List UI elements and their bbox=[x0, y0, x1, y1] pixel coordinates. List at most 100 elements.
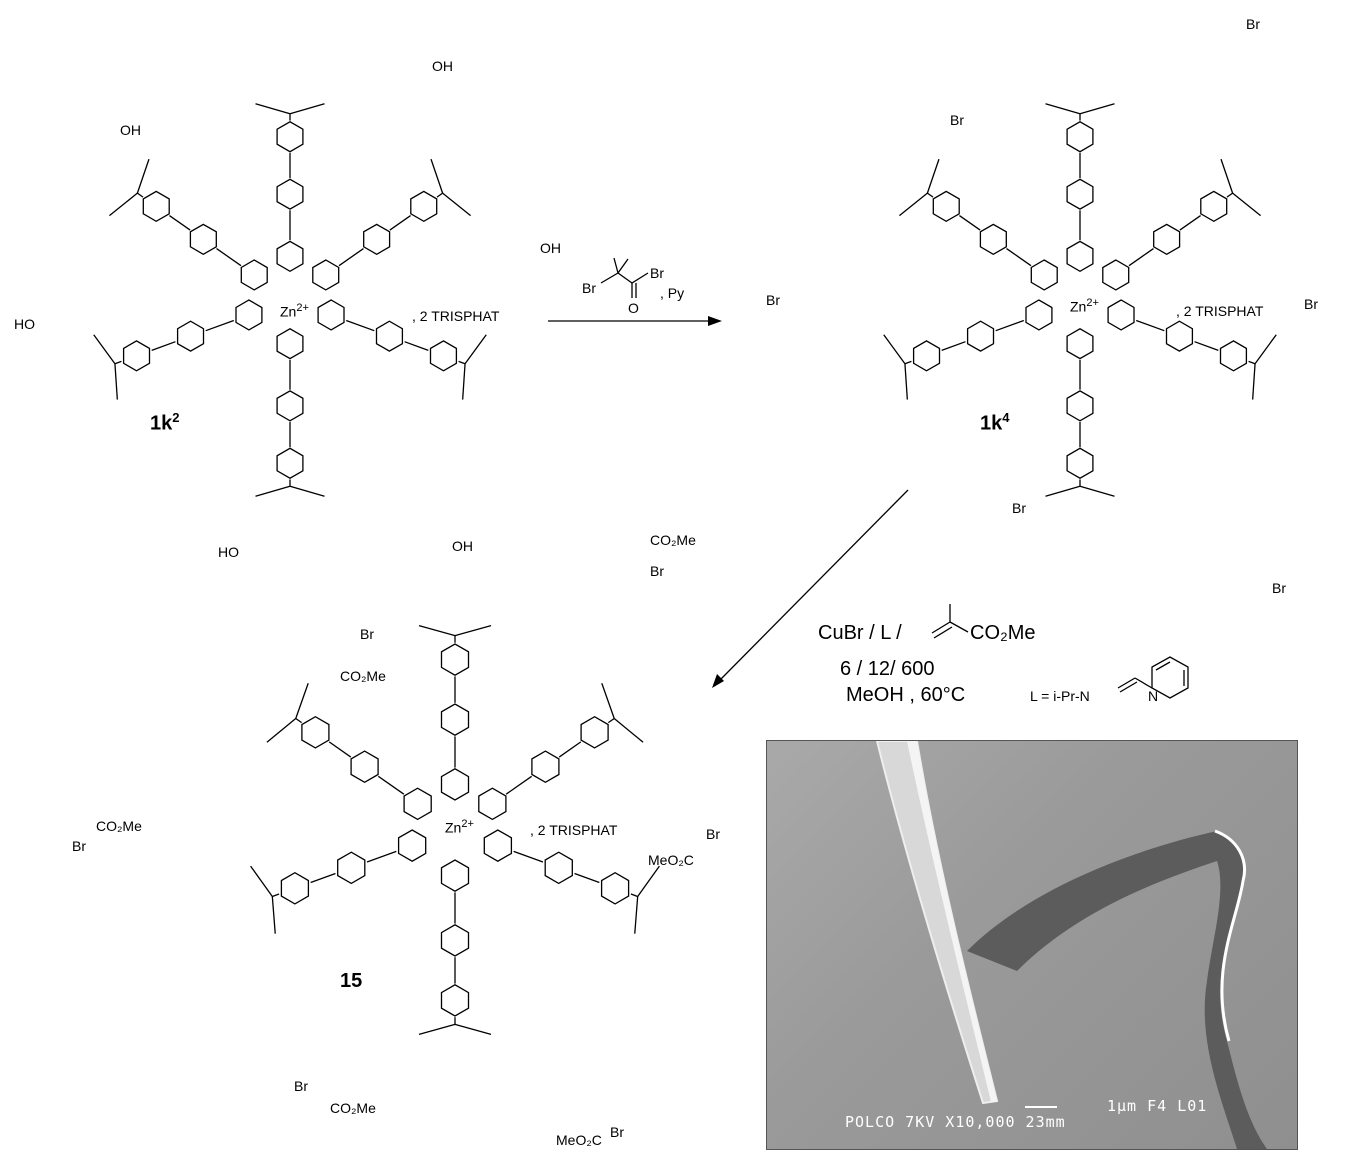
complex-15-aniline-ring bbox=[301, 715, 330, 749]
complex-1k2-pyridine-ring bbox=[235, 299, 263, 331]
complex-1k2-phenyl-ring bbox=[176, 320, 205, 352]
meo2c-bottom: MeO₂C bbox=[556, 1132, 602, 1148]
complex-1k4-phenyl-ring bbox=[1165, 320, 1194, 352]
complex-15-aniline-ring bbox=[440, 643, 470, 676]
complex-1k2-vinyl-bond bbox=[338, 248, 364, 267]
complex-1k2-pyridine-ring bbox=[317, 299, 345, 331]
complex-1k2-vinyl-bond bbox=[205, 319, 235, 332]
br-1k4-upper-left: Br bbox=[950, 112, 964, 128]
complex-15-azo-bond bbox=[328, 741, 352, 758]
complex-1k4-azo-bond bbox=[1179, 215, 1201, 231]
complex-1k4-aniline-ring bbox=[932, 190, 960, 223]
complex-1k4-vinyl-bond bbox=[995, 319, 1025, 332]
complex-15-alkyl-chain bbox=[271, 896, 276, 934]
complex-1k4-azo-bond bbox=[959, 215, 981, 231]
compound-label-1k4: 1k4 bbox=[980, 410, 1010, 435]
complex-15-aniline-ring bbox=[600, 871, 630, 905]
complex-1k2-alkyl-chain bbox=[255, 103, 291, 115]
complex-1k4-vinyl-bond bbox=[1128, 248, 1154, 267]
co2me-left: CO₂Me bbox=[96, 818, 142, 834]
br-15-right: Br bbox=[706, 826, 720, 842]
zinc-bottom: Zn2+ bbox=[445, 818, 474, 836]
complex-1k4-amine-bond bbox=[904, 360, 912, 365]
complex-15-alkyl-chain bbox=[637, 865, 660, 897]
complex-1k4-phenyl-ring bbox=[1153, 223, 1181, 256]
complex-1k4-alkyl-chain bbox=[1079, 485, 1115, 497]
complex-15-azo-bond bbox=[558, 741, 582, 758]
complex-1k2-alkyl-chain bbox=[464, 334, 487, 365]
complex-1k2-amine-bond bbox=[114, 360, 122, 365]
methyl-methacrylate bbox=[931, 604, 969, 639]
ligand-definition: L = i-Pr-N bbox=[1030, 688, 1090, 704]
complex-1k2-aniline-ring bbox=[410, 190, 438, 223]
complex-1k2-alkyl-chain bbox=[93, 334, 116, 365]
meo2c-right: MeO₂C bbox=[648, 852, 694, 868]
complex-1k2-alkyl-chain bbox=[289, 485, 325, 497]
complex-15-alkyl-chain bbox=[418, 624, 456, 637]
br-1k4-top: Br bbox=[1246, 16, 1260, 32]
complex-1k2-aniline-ring bbox=[276, 121, 304, 153]
reagent-br-right: Br bbox=[650, 265, 664, 281]
counter-ion-left: , 2 TRISPHAT bbox=[412, 308, 500, 324]
complex-15-pyridine-ring bbox=[440, 768, 470, 801]
complex-1k2-vinyl-bond bbox=[216, 248, 242, 267]
complex-15-pyridine-ring bbox=[440, 859, 470, 892]
complex-1k2-alkyl-chain bbox=[109, 192, 138, 217]
ho-bottom: HO bbox=[218, 544, 239, 560]
complex-15-aniline-ring bbox=[440, 984, 470, 1017]
complex-15-amine-bond bbox=[607, 717, 615, 724]
co2me-bottom: CO₂Me bbox=[330, 1100, 376, 1116]
complex-15-alkyl-chain bbox=[601, 683, 615, 719]
zinc-left: Zn2+ bbox=[280, 302, 309, 320]
complex-1k4-phenyl-ring bbox=[966, 320, 995, 352]
oh-right: OH bbox=[540, 240, 561, 256]
complex-1k4-pyridine-ring bbox=[1107, 299, 1135, 331]
complex-1k4-vinyl-bond bbox=[1006, 248, 1032, 267]
reaction-arrow-1 bbox=[548, 316, 722, 326]
complex-15-vinyl-bond bbox=[505, 775, 533, 795]
complex-1k4-vinyl-bond bbox=[1135, 319, 1165, 332]
sem-scale-label: 1μm F4 L01 bbox=[1107, 1097, 1208, 1115]
br-1k4-left: Br bbox=[766, 292, 780, 308]
br-15-top: Br bbox=[650, 563, 664, 579]
complex-15-pyridine-ring bbox=[483, 829, 513, 862]
complex-1k2-amine-bond bbox=[137, 192, 144, 198]
complex-1k4-pyridine-ring bbox=[1025, 299, 1053, 331]
br-1k4-bottom: Br bbox=[1012, 500, 1026, 516]
complex-1k4-alkyl-chain bbox=[1252, 363, 1256, 400]
complex-1k4-alkyl-chain bbox=[899, 192, 928, 217]
complex-1k4-pyridine-ring bbox=[1102, 259, 1130, 291]
complex-1k2-phenyl-ring bbox=[276, 390, 304, 422]
complex-15-phenyl-ring bbox=[350, 750, 379, 784]
complex-1k2-alkyl-chain bbox=[289, 103, 325, 115]
complex-1k2-amine-bond bbox=[436, 192, 443, 198]
complex-15-alkyl-chain bbox=[250, 865, 273, 897]
br-15-upper-left: Br bbox=[360, 626, 374, 642]
complex-1k2-alkyl-chain bbox=[430, 158, 444, 194]
complex-1k4-alkyl-chain bbox=[883, 334, 906, 365]
complex-15-amine-bond bbox=[630, 893, 638, 898]
complex-15-pyridine-ring bbox=[478, 787, 507, 821]
complex-15-alkyl-chain bbox=[418, 1023, 456, 1036]
br-15-lower-right: Br bbox=[610, 1124, 624, 1140]
complex-1k2-alkyl-chain bbox=[442, 192, 471, 217]
complex-1k4-aniline-ring bbox=[1066, 121, 1094, 153]
zinc-right: Zn2+ bbox=[1070, 297, 1099, 315]
complex-15-alkyl-chain bbox=[634, 896, 639, 934]
br-15-left: Br bbox=[72, 838, 86, 854]
complex-1k4-alkyl-chain bbox=[1045, 103, 1081, 115]
complex-15-vinyl-bond bbox=[366, 850, 397, 863]
complex-15-vinyl-bond bbox=[513, 850, 544, 863]
complex-1k4-alkyl-chain bbox=[1220, 158, 1234, 194]
complex-15-phenyl-ring bbox=[531, 750, 560, 784]
complex-1k2-phenyl-ring bbox=[276, 178, 304, 210]
sem-features bbox=[875, 741, 1267, 1149]
co2me-upper-left: CO₂Me bbox=[340, 668, 386, 684]
molecule-bonds bbox=[93, 103, 1277, 1036]
complex-1k2-pyridine-ring bbox=[240, 259, 268, 291]
complex-1k4-azo-bond bbox=[1194, 341, 1219, 351]
complex-15-alkyl-chain bbox=[613, 717, 644, 743]
complex-15-amine-bond bbox=[272, 893, 280, 898]
complex-1k2-phenyl-ring bbox=[375, 320, 404, 352]
